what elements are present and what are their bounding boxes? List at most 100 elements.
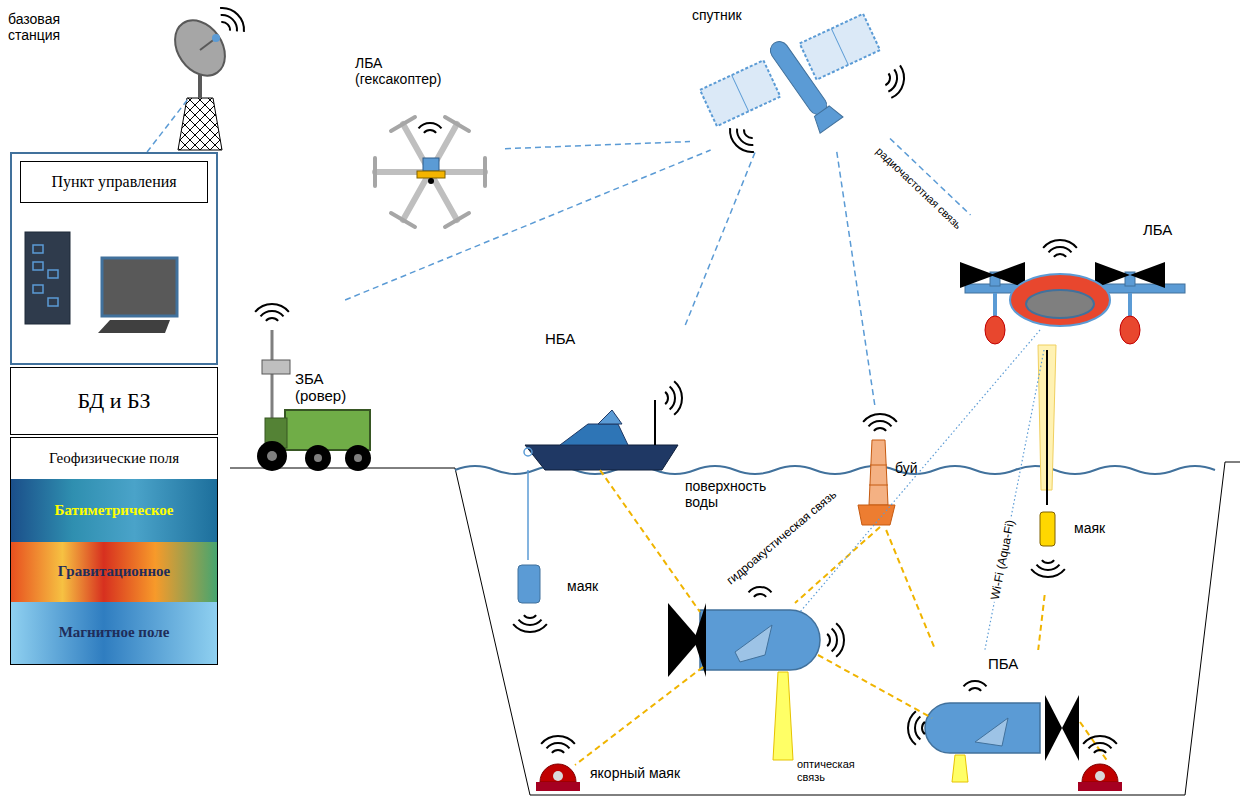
satellite: [831, 29, 848, 65]
satellite: [767, 38, 830, 118]
signal-waves: [888, 69, 897, 91]
signal-waves: [1089, 743, 1112, 748]
hexacopter: [391, 213, 415, 227]
field-band: Гравитационное: [11, 542, 217, 602]
anchor-beacon: якорный маяк: [530, 735, 710, 797]
signal-waves: [885, 73, 890, 85]
autonomous-underwater-vehicle: [925, 703, 1040, 753]
signal-waves: [908, 711, 916, 745]
anchor-beacons: [1078, 782, 1122, 791]
control-computer: [48, 298, 58, 306]
node-label: маяк: [567, 578, 609, 594]
geofield-panel: Геофизические поляБатиметрическоеГравита…: [10, 437, 218, 665]
rover: [314, 454, 322, 462]
link-line: [685, 150, 756, 325]
acoustic-links: [575, 667, 703, 765]
beacon: маяк: [1030, 505, 1115, 595]
link-label: радиочастотная связь: [874, 145, 964, 232]
link-label: оптическая связь: [797, 758, 857, 783]
link-line: [985, 350, 1044, 650]
signal-waves: [221, 22, 230, 31]
aerial-drone: [960, 262, 995, 288]
base-station-antenna: [212, 34, 220, 42]
base-station-antenna: [165, 11, 235, 150]
signal-waves: [519, 620, 542, 625]
rover: [285, 410, 370, 450]
autonomous-underwater-vehicle: [975, 718, 1008, 746]
satellite: [700, 14, 880, 133]
satellite: [800, 14, 880, 80]
signal-waves: [1094, 750, 1106, 753]
node-label: базовая станция: [8, 11, 103, 43]
link-line: [505, 142, 690, 149]
signal-waves: [266, 318, 278, 321]
control-panel: Пункт управления: [10, 152, 218, 365]
surface-vessel: НБА: [525, 325, 690, 470]
anchor-beacons: [553, 771, 563, 781]
surface-vessel: [524, 400, 678, 470]
anchor-beacons: [1082, 764, 1118, 782]
signal-waves: [754, 594, 766, 597]
aerial-drone: [960, 262, 1185, 490]
rover: [345, 445, 371, 471]
signal-waves: [863, 414, 897, 422]
hexacopter: [445, 213, 469, 227]
wifi-link: [800, 330, 1040, 612]
control-computer: [25, 232, 70, 324]
signal-waves: [922, 722, 925, 734]
signal-waves: [541, 736, 575, 744]
signal-waves: [744, 129, 753, 138]
buoy: буй: [855, 405, 930, 530]
signal-waves: [1031, 569, 1065, 577]
hexacopter: [483, 158, 487, 186]
signal-waves: [424, 130, 436, 133]
satellite: спутник: [690, 5, 890, 150]
signal-waves: [670, 387, 675, 410]
aerial-drone: [1026, 290, 1094, 318]
signal-waves: [832, 629, 837, 652]
satellite: [700, 60, 780, 126]
wifi-link: [800, 330, 1040, 612]
beacon: маяк: [505, 560, 610, 645]
control-computer: [33, 285, 43, 293]
field-band: Магнитное поле: [11, 602, 217, 664]
node-label: ПБА: [988, 655, 1028, 672]
underwater-vehicle: [735, 625, 772, 662]
surface-vessel: [598, 410, 622, 424]
hexacopter: [375, 117, 485, 227]
hexacopter: [423, 158, 439, 171]
link-label: Wi-Fi (Aqua-Fi): [987, 517, 1018, 604]
rover: [267, 451, 277, 461]
acoustic-links: [795, 527, 880, 603]
signal-waves: [1049, 247, 1072, 252]
hexacopter: [373, 158, 377, 186]
rover: [305, 445, 331, 471]
hexacopter: [375, 117, 485, 227]
hexacopter-uav: ЛБА (гексакоптер): [355, 55, 505, 245]
signal-waves: [419, 123, 442, 128]
underwater-vehicle: [694, 603, 706, 677]
autonomous-underwater-vehicle: [1045, 695, 1062, 761]
autonomous-underwater-vehicle: [1062, 695, 1079, 761]
anchor-beacons: [536, 782, 580, 791]
rover: [257, 441, 287, 471]
control-computer: [98, 320, 170, 333]
node-label: Гравитационное: [11, 542, 217, 602]
signal-waves: [1042, 560, 1054, 563]
signal-waves: [915, 717, 920, 740]
underwater-vehicle: [773, 672, 793, 760]
buoy: [870, 465, 887, 466]
node-label: ЗБА (ровер): [295, 370, 375, 405]
base-station: базовая станция: [180, 5, 245, 100]
control-computer: [33, 262, 43, 270]
aerial-drone: [1010, 274, 1110, 326]
node-label: Батиметрическое: [11, 479, 217, 542]
signal-waves: [969, 688, 981, 691]
satellite: [810, 103, 843, 133]
signal-waves: [513, 624, 547, 632]
link-line: [886, 530, 935, 650]
signal-waves: [891, 65, 904, 98]
